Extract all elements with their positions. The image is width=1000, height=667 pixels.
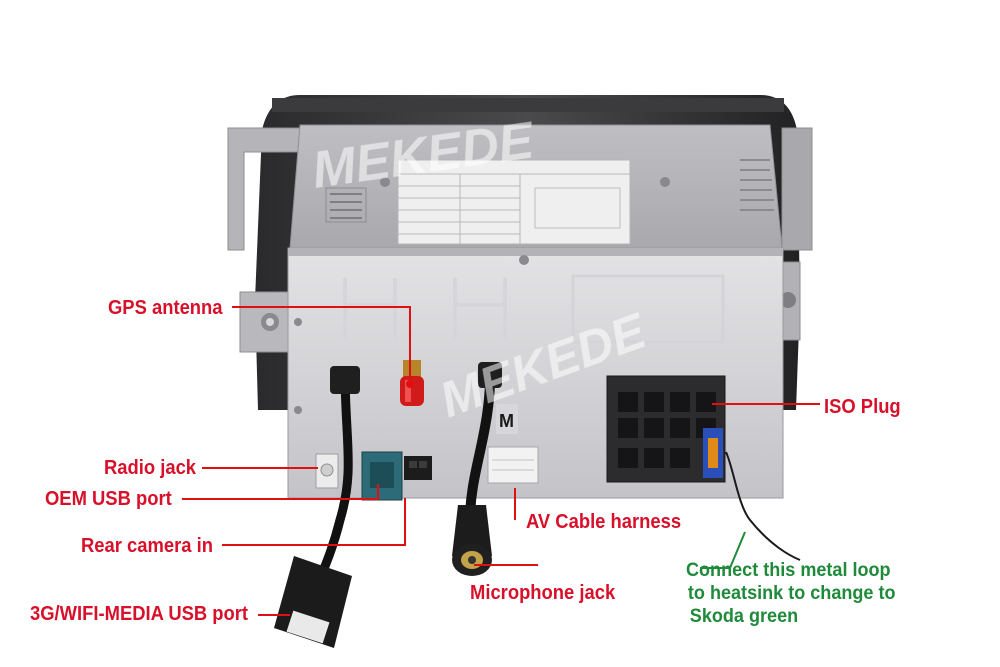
metal-loop-wire xyxy=(725,451,801,561)
av-harness-connector xyxy=(487,446,539,484)
usb-extension-cable xyxy=(274,366,360,648)
av-cable-harness-label: AV Cable harness xyxy=(526,511,682,533)
microphone-jack-label: Microphone jack xyxy=(470,582,616,604)
radio-jack-label: Radio jack xyxy=(104,457,197,479)
radio-jack xyxy=(315,453,339,489)
rear-camera-in-label: Rear camera in xyxy=(81,535,213,557)
note-line-2: to heatsink to change to xyxy=(687,583,896,604)
rear-camera-connector xyxy=(404,456,432,480)
top-chassis xyxy=(289,124,783,249)
metal-loop-note: Connect this metal loop to heatsink to c… xyxy=(686,559,896,628)
leader-gps xyxy=(232,306,411,382)
leader-rear-camera xyxy=(222,498,406,546)
gps-antenna-connector xyxy=(400,360,424,406)
iso-plug-connector xyxy=(606,375,726,483)
leader-lines xyxy=(182,306,820,616)
note-line-3: Skoda green xyxy=(689,606,799,627)
oem-usb-fakra-connector xyxy=(361,451,403,501)
connector-marking: M xyxy=(496,404,518,434)
microphone-cable xyxy=(452,362,502,576)
svg-text:M: M xyxy=(499,411,514,431)
leader-oem-usb xyxy=(182,484,379,500)
gps-antenna-label: GPS antenna xyxy=(108,297,223,319)
leader-line-green xyxy=(700,531,746,569)
usb-socket xyxy=(286,610,330,644)
note-line-1: Connect this metal loop xyxy=(686,560,891,581)
usb-port-label: 3G/WIFI-MEDIA USB port xyxy=(30,603,249,625)
oem-usb-port-label: OEM USB port xyxy=(45,488,172,510)
iso-plug-label: ISO Plug xyxy=(824,396,901,418)
